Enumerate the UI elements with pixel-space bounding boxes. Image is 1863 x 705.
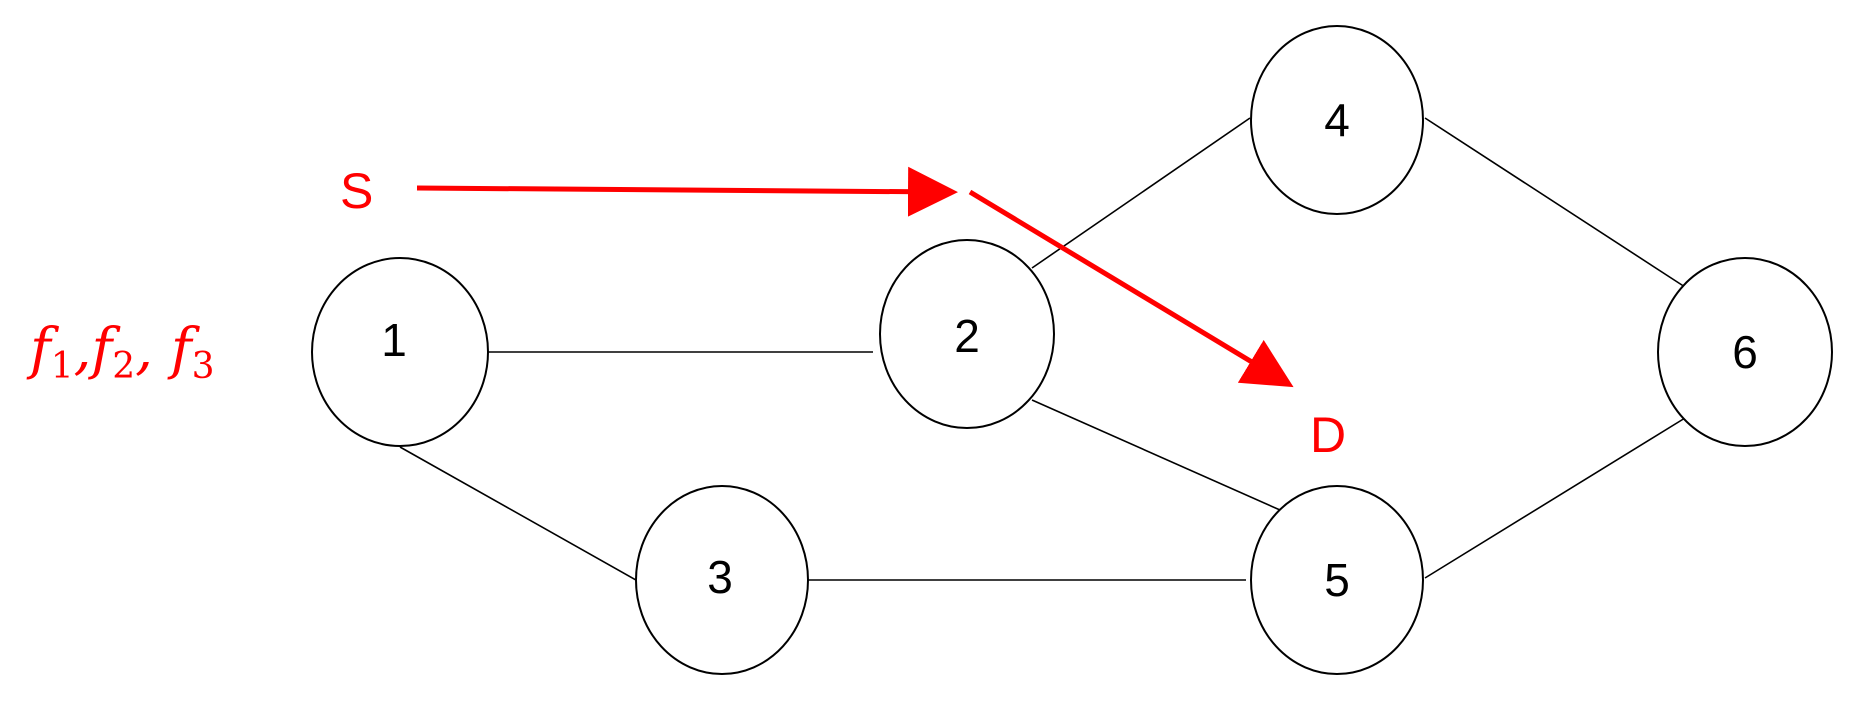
destination-arrow (968, 189, 1294, 388)
node-2: 2 (879, 239, 1055, 429)
edge-1-3 (399, 446, 637, 581)
node-label: 6 (1732, 326, 1758, 378)
node-label: 3 (707, 551, 733, 603)
node-label: 2 (954, 310, 980, 362)
node-label: 4 (1324, 94, 1350, 146)
node-1: 1 (311, 257, 489, 447)
flows-label: f1,f2,f3 (26, 317, 215, 387)
destination-label: D (1310, 407, 1346, 463)
node-label: 1 (381, 314, 407, 366)
node-4: 4 (1250, 25, 1424, 215)
edge-4-6 (1424, 117, 1686, 288)
edge-5-6 (1424, 417, 1686, 579)
node-3: 3 (635, 485, 809, 675)
source-label: S (340, 163, 373, 219)
source-arrow (416, 166, 958, 217)
node-label: 5 (1324, 554, 1350, 606)
node-6: 6 (1657, 257, 1833, 447)
edge-2-4 (1031, 117, 1251, 269)
node-5: 5 (1250, 485, 1424, 675)
edge-2-5 (1031, 399, 1281, 511)
